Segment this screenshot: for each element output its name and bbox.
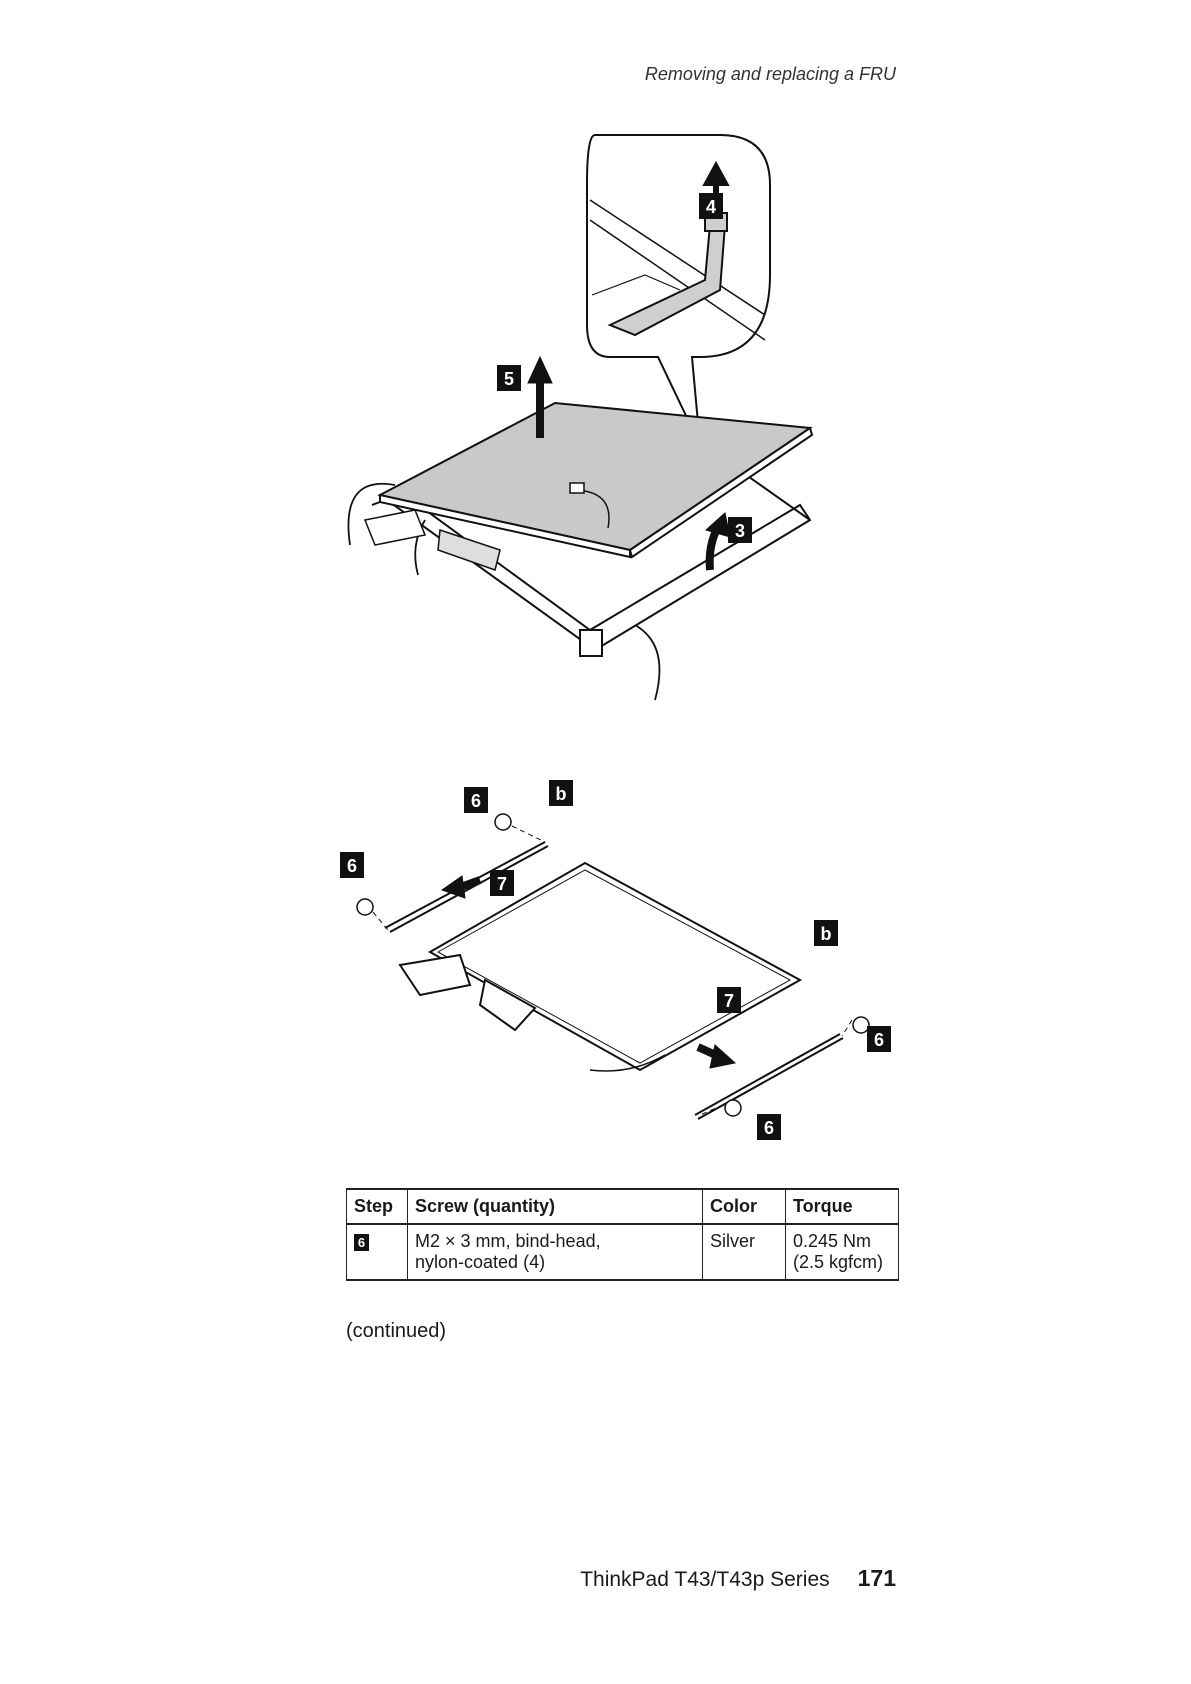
callout-3-label: 3 <box>735 521 745 541</box>
table-row: 6 M2 × 3 mm, bind-head, nylon-coated (4)… <box>347 1224 899 1280</box>
callout-6-b-label: 6 <box>347 856 357 876</box>
header-screw: Screw (quantity) <box>408 1189 703 1224</box>
callout-3: 3 <box>728 517 752 543</box>
callout-6-a-label: 6 <box>471 791 481 811</box>
callout-4-label: 4 <box>706 197 716 217</box>
lcd-removal-figure: 4 5 3 <box>340 125 900 765</box>
screw-spec-table: Step Screw (quantity) Color Torque 6 M2 … <box>346 1188 899 1281</box>
callout-6-c: 6 <box>867 1026 891 1052</box>
lcd-removal-illustration: 4 5 3 <box>340 125 900 765</box>
callout-7-b-label: 7 <box>724 991 734 1011</box>
callout-b-b-label: b <box>821 924 832 944</box>
slide-arrow-lower <box>698 1045 735 1068</box>
torque-line-1: 0.245 Nm <box>793 1231 891 1252</box>
callout-6-b: 6 <box>340 852 364 878</box>
callout-4: 4 <box>699 193 723 219</box>
connector-magnifier-inset <box>587 135 770 445</box>
footer-series: ThinkPad T43/T43p Series <box>580 1568 829 1591</box>
callout-7-b: 7 <box>717 987 741 1013</box>
callout-6-d: 6 <box>757 1114 781 1140</box>
page-number: 171 <box>858 1565 896 1591</box>
bracket-removal-figure: 6 b 6 7 b 7 6 6 <box>340 780 900 1160</box>
header-step: Step <box>347 1189 408 1224</box>
lift-arrow-3 <box>706 513 730 570</box>
step-badge: 6 <box>354 1234 369 1251</box>
callout-b-b: b <box>814 920 838 946</box>
torque-line-2: (2.5 kgfcm) <box>793 1252 891 1273</box>
cell-color: Silver <box>703 1224 786 1280</box>
cell-torque: 0.245 Nm (2.5 kgfcm) <box>786 1224 899 1280</box>
page-footer: ThinkPad T43/T43p Series 171 <box>580 1565 896 1592</box>
bracket-removal-illustration: 6 b 6 7 b 7 6 6 <box>340 780 900 1160</box>
callout-6-d-label: 6 <box>764 1118 774 1138</box>
callout-b-a-label: b <box>556 784 567 804</box>
header-color: Color <box>703 1189 786 1224</box>
callout-5: 5 <box>497 365 521 391</box>
screw-line-2: nylon-coated (4) <box>415 1252 695 1273</box>
header-torque: Torque <box>786 1189 899 1224</box>
screw-line-1: M2 × 3 mm, bind-head, <box>415 1231 695 1252</box>
callout-6-c-label: 6 <box>874 1030 884 1050</box>
cell-step: 6 <box>347 1224 408 1280</box>
callout-b-a: b <box>549 780 573 806</box>
callout-5-label: 5 <box>504 369 514 389</box>
continued-note: (continued) <box>346 1320 446 1343</box>
cell-screw: M2 × 3 mm, bind-head, nylon-coated (4) <box>408 1224 703 1280</box>
running-header: Removing and replacing a FRU <box>645 64 896 85</box>
callout-7-a: 7 <box>490 870 514 896</box>
callout-6-a: 6 <box>464 787 488 813</box>
table-header-row: Step Screw (quantity) Color Torque <box>347 1189 899 1224</box>
callout-7-a-label: 7 <box>497 874 507 894</box>
